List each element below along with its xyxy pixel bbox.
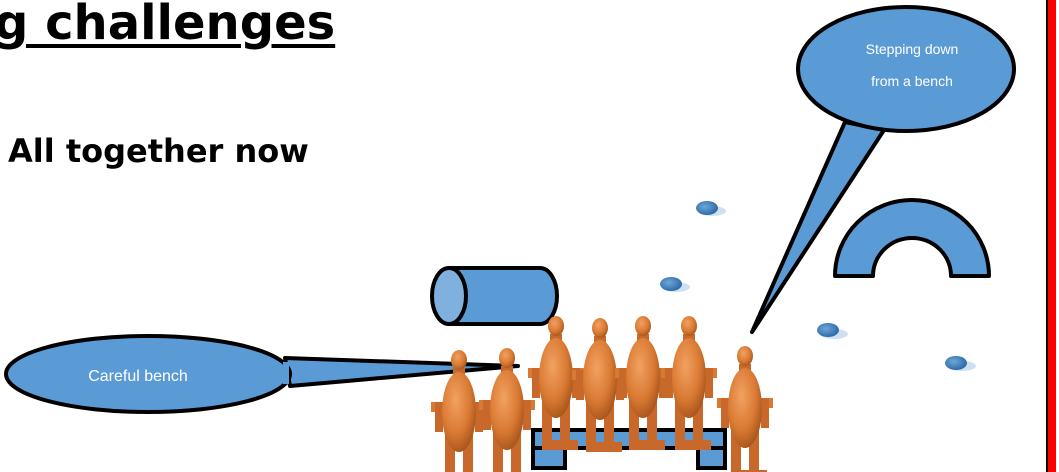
callout-careful-bench: Careful bench — [4, 334, 520, 414]
marker-dot — [945, 356, 976, 371]
page-title: g challenges — [0, 0, 336, 51]
callout-careful-bench-text: Careful bench — [88, 368, 188, 385]
marker-dot — [817, 323, 848, 339]
section-subtitle: All together now — [8, 132, 309, 170]
red-edge-bar — [1046, 0, 1056, 472]
callout-stepping-down-line2: from a bench — [871, 73, 953, 89]
marker-dot — [660, 277, 690, 292]
arch-shape — [833, 198, 991, 278]
callout-stepping-down: Stepping down from a bench — [750, 5, 1016, 334]
marker-dot — [696, 201, 726, 216]
cylinder-tunnel — [430, 266, 559, 326]
callout-stepping-down-line1: Stepping down — [866, 41, 959, 57]
